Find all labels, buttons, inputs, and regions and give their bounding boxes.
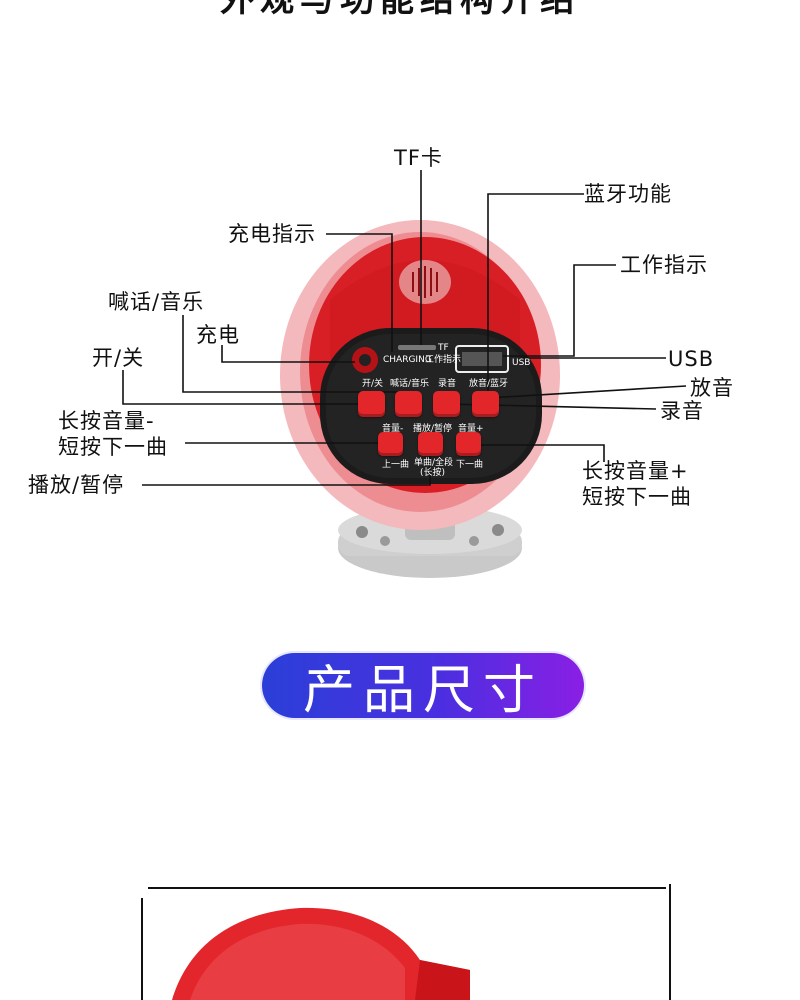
callout-charge: 充电 [196, 323, 240, 347]
btn-label-play-bt: 放音/蓝牙 [469, 379, 509, 389]
btn-label-next: 下一曲 [456, 460, 484, 470]
btn-label-record: 录音 [438, 379, 457, 389]
callout-usb: USB [668, 347, 715, 371]
panel-usb-label: USB [512, 358, 531, 368]
callout-power: 开/关 [92, 346, 145, 370]
callout-charge-indicator: 充电指示 [228, 222, 316, 246]
btn-label-play-pause: 播放/暂停 [413, 424, 453, 434]
btn-label-vol-down: 音量- [382, 424, 404, 434]
btn-label-long: (长按) [420, 468, 446, 478]
section-title: 产品尺寸 [302, 661, 543, 721]
play-bluetooth-button[interactable] [472, 391, 499, 417]
callout-play-pause: 播放/暂停 [28, 473, 125, 497]
callout-tf-card: TF卡 [394, 146, 443, 170]
callout-record: 录音 [660, 399, 704, 423]
usb-port [455, 345, 509, 373]
power-button[interactable] [358, 391, 385, 417]
section-title-pill: 产品尺寸 [262, 653, 584, 721]
play-pause-button[interactable] [418, 432, 443, 456]
callout-vol-down-line2: 短按下一曲 [58, 435, 168, 459]
dimension-illustration [141, 884, 671, 1000]
vol-down-button[interactable] [378, 432, 403, 456]
shout-music-button[interactable] [395, 391, 422, 417]
callout-play: 放音 [690, 376, 734, 400]
panel-work-label: 工作指示 [425, 355, 462, 365]
panel-tf-label: TF [438, 343, 449, 353]
callout-vol-up-line1: 长按音量+ [582, 459, 689, 483]
btn-label-power: 开/关 [362, 379, 384, 389]
callout-shout-music: 喊话/音乐 [108, 290, 205, 314]
btn-label-shout-music: 喊话/音乐 [390, 379, 430, 389]
panel-charging-label: CHARGING [383, 355, 432, 365]
callout-work-indicator: 工作指示 [620, 253, 708, 277]
callout-bluetooth: 蓝牙功能 [584, 182, 672, 206]
vol-up-button[interactable] [456, 432, 481, 456]
btn-label-prev: 上一曲 [382, 460, 410, 470]
tf-slot [398, 345, 436, 350]
btn-label-single-all: 单曲/全段 [414, 458, 454, 468]
record-button[interactable] [433, 391, 460, 417]
callout-vol-down-line1: 长按音量- [58, 409, 155, 433]
horn-preview [172, 907, 470, 1000]
btn-label-vol-up: 音量+ [458, 424, 484, 434]
callout-vol-up-line2: 短按下一曲 [582, 485, 692, 509]
